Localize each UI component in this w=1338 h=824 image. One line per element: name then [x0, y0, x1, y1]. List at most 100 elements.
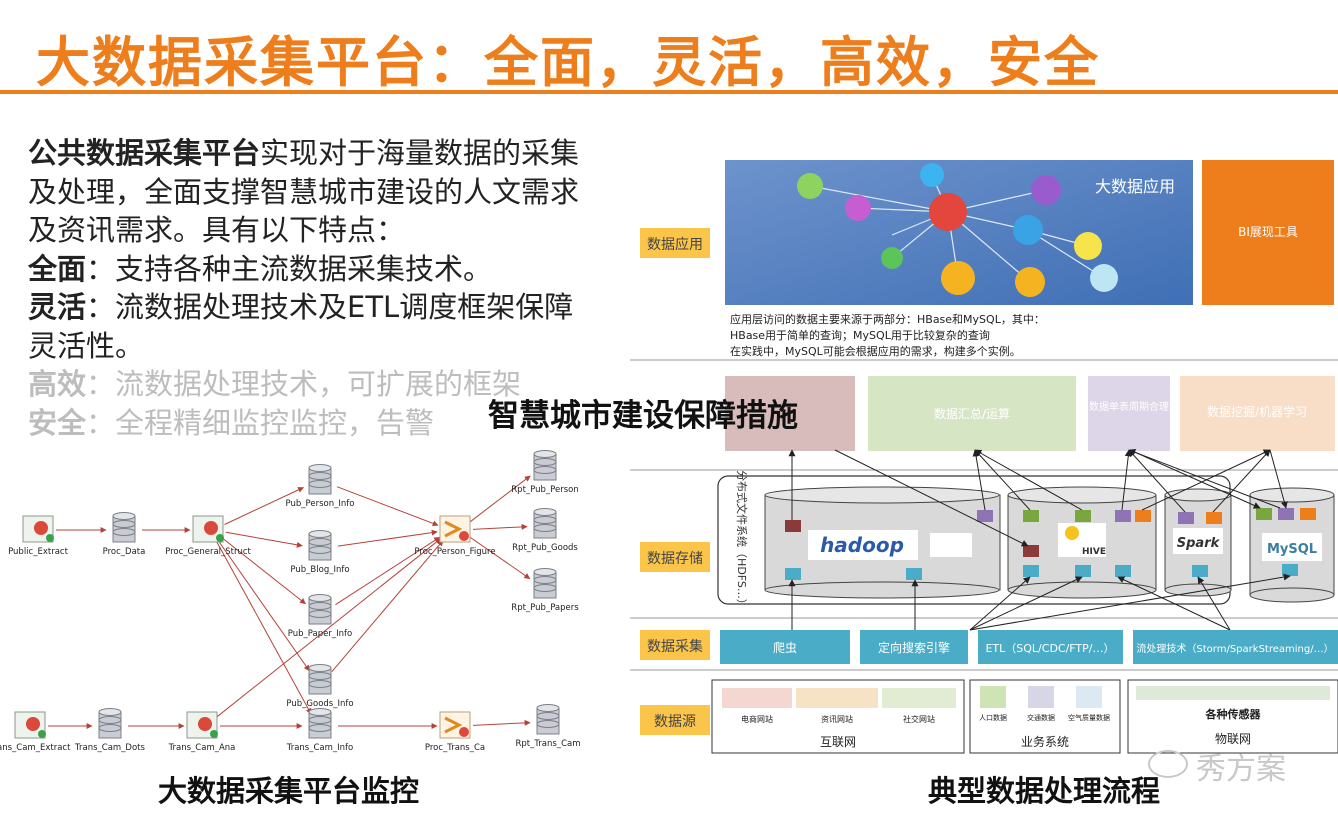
wechat-icon [1148, 750, 1188, 778]
iot-logos [1136, 686, 1330, 700]
flow-edge [225, 531, 303, 548]
intro-lead-bold: 公共数据采集平台 [28, 136, 261, 170]
collect-search-engine-label: 定向搜索引擎 [878, 640, 950, 655]
flow-node-trans-dots[interactable]: Trans_Cam_Dots [74, 708, 146, 754]
collect-crawler-label: 爬虫 [773, 641, 797, 655]
hdfs-label: 分布式文件系统（HDFS…） [735, 470, 749, 610]
flow-node-label: Rpt_Trans_Cam [515, 739, 580, 749]
source-air: 空气质量数据 [1068, 713, 1110, 722]
source-population: 人口数据 [979, 713, 1007, 722]
flow-node-trans-ana[interactable]: Trans_Cam_Ana [168, 711, 236, 753]
processing-box-mining [1180, 376, 1335, 451]
flow-node-label: Pub_Paper_Info [288, 629, 352, 639]
hadoop-logo: hadoop [820, 533, 904, 557]
flow-edge [224, 487, 304, 525]
page-title: 大数据采集平台：全面，灵活，高效，安全 [36, 31, 1100, 94]
source-traffic: 交通数据 [1027, 713, 1055, 722]
collect-etl-label: ETL（SQL/CDC/FTP/…） [985, 642, 1114, 655]
intro-lead-rest: 实现对于海量数据的采集及处理，全面支撑智慧城市建设的人文需求及资讯需求。具有以下… [28, 136, 580, 247]
source-business-title: 业务系统 [1021, 734, 1069, 749]
spark-logo: Spark [1177, 536, 1221, 551]
spark-logo-bg [1173, 528, 1223, 554]
flow-node-trans-extract[interactable]: Trans_Cam_Extract [0, 711, 71, 753]
flow-node-label: Pub_Goods_Info [286, 699, 353, 709]
feature-text-secure: ：全程精细监控监控，告警 [86, 405, 435, 440]
flow-node-proc-person[interactable]: Proc_Person_Figure [414, 515, 496, 557]
processing-box-maroon [725, 376, 855, 451]
flow-edge [222, 537, 306, 605]
app-panel-title: 大数据应用 [1095, 177, 1175, 196]
flow-node-pub-paper[interactable]: Pub_Paper_Info [288, 594, 352, 640]
arch-arrows [788, 448, 1291, 631]
flow-node-pub-goods[interactable]: Pub_Goods_Info [286, 664, 354, 710]
flow-node-label: Trans_Cam_Dots [74, 743, 145, 753]
flow-node-public-extract[interactable]: Public_Extract [8, 515, 69, 557]
feature-label-efficient: 高效 [28, 367, 87, 401]
layer-label-collect: 数据采集 [647, 638, 703, 655]
app-network-nodes [797, 163, 1118, 297]
flow-node-proc-general[interactable]: Proc_General_Struct [165, 515, 252, 557]
source-sensors: 各种传感器 [1205, 707, 1262, 721]
processing-periodic-label: 数据单表周期合理 [1089, 400, 1169, 413]
flow-node-label: Proc_General_Struct [165, 547, 251, 557]
flow-edge [215, 538, 442, 718]
intro-text: 公共数据采集平台实现对于海量数据的采集及处理，全面支撑智慧城市建设的人文需求及资… [28, 134, 588, 442]
feature-text-comprehensive: ：支持各种主流数据采集技术。 [86, 251, 493, 286]
storage-markers [785, 508, 1316, 580]
flow-node-label: Rpt_Pub_Goods [512, 543, 578, 553]
mysql-logo-bg [1262, 533, 1322, 561]
collect-crawler [720, 630, 850, 664]
hive-logo: HIVE [1082, 547, 1106, 557]
layer-label-source-bg [640, 705, 710, 735]
flow-node-label: Trans_Cam_Info [286, 743, 353, 753]
flow-node-proc-data[interactable]: Proc_Data [103, 512, 146, 558]
source-internet-title: 互联网 [820, 735, 856, 749]
flow-node-proc-trans[interactable]: Proc_Trans_Ca [425, 711, 485, 753]
source-ecommerce: 电商网站 [741, 714, 773, 724]
watermark: 秀方案 [1196, 752, 1286, 787]
flow-node-label: Proc_Person_Figure [414, 547, 495, 557]
feature-label-flexible: 灵活 [28, 290, 87, 324]
flow-edge [469, 536, 531, 580]
flow-node-pub-blog[interactable]: Pub_Blog_Info [290, 530, 350, 576]
processing-box-summary [868, 376, 1076, 451]
flow-node-pub-person[interactable]: Pub_Person_Info [286, 464, 355, 510]
flow-node-rpt-person[interactable]: Rpt_Pub_Person [511, 450, 579, 496]
caption-monitor: 大数据采集平台监控 [158, 774, 420, 808]
flow-node-label: Pub_Person_Info [286, 499, 355, 509]
architecture-diagram: 数据应用 数据存储 数据采集 数据源 [630, 160, 1338, 754]
collect-stream-label: 流处理技术（Storm/SparkStreaming/…） [1136, 642, 1333, 655]
layer-label-app: 数据应用 [647, 236, 703, 253]
title-divider [0, 90, 1338, 94]
flow-edge [336, 486, 439, 527]
flow-edge [472, 523, 528, 530]
bi-tool-label: BI展现工具 [1238, 225, 1298, 239]
hdp-logo [930, 533, 972, 557]
layer-label-collect-bg [640, 630, 710, 660]
feature-label-secure: 安全 [28, 405, 87, 440]
feature-label-comprehensive: 全面 [28, 251, 87, 286]
source-social: 社交网站 [903, 714, 935, 724]
flow-node-rpt-trans[interactable]: Rpt_Trans_Cam [515, 704, 581, 750]
flow-edge [218, 540, 310, 672]
source-news: 资讯网站 [821, 714, 853, 724]
internet-logos [722, 688, 956, 708]
flow-node-trans-info[interactable]: Trans_Cam_Info [286, 708, 353, 754]
processing-summary-label: 数据汇总/运算 [934, 406, 1010, 421]
flow-node-label: Public_Extract [8, 547, 69, 557]
flow-node-rpt-papers[interactable]: Rpt_Pub_Papers [511, 568, 579, 614]
hive-bee-icon [1065, 526, 1079, 540]
flow-edge [216, 541, 312, 715]
app-note-line-1: 应用层访问的数据主要来源于两部分：HBase和MySQL，其中： [730, 312, 1045, 326]
flow-node-rpt-goods[interactable]: Rpt_Pub_Goods [512, 508, 578, 554]
flow-edge [335, 536, 441, 606]
flow-node-label: Pub_Blog_Info [290, 565, 349, 575]
layer-label-source: 数据源 [654, 714, 696, 730]
source-iot-title: 物联网 [1215, 732, 1251, 746]
app-note-line-3: 在实践中，MySQL可能会根据应用的需求，构建多个实例。 [730, 344, 1021, 358]
processing-mining-label: 数据挖掘/机器学习 [1207, 404, 1307, 419]
flow-node-label: Rpt_Pub_Person [511, 485, 578, 495]
overlay-caption: 智慧城市建设保障措施 [488, 398, 798, 434]
